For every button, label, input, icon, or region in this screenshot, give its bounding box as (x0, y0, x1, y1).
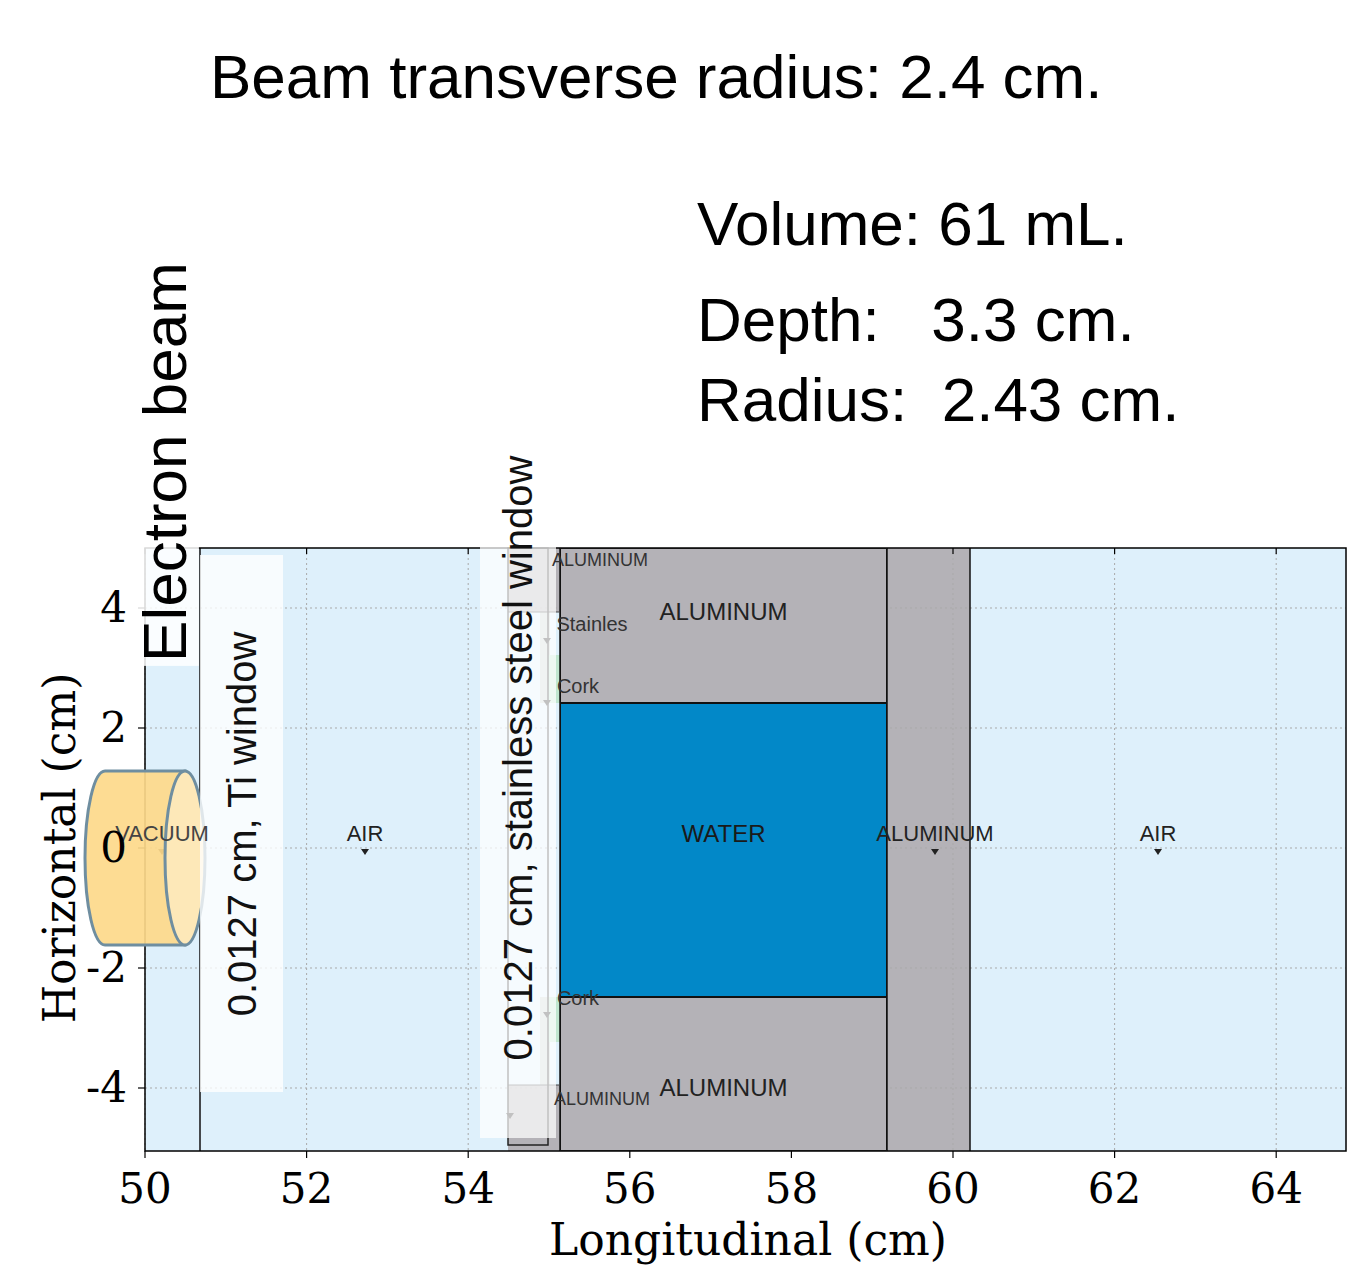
material-label: AIR (1140, 822, 1177, 846)
grid-line (953, 548, 954, 1151)
tick-label: 0 (100, 825, 127, 871)
tick-mark (1114, 548, 1115, 554)
material-label: ALUMINUM (876, 822, 993, 846)
plot-background (145, 548, 1346, 1151)
boundary-line (969, 548, 971, 1151)
tick-mark (468, 1151, 469, 1158)
tick-mark (952, 1151, 953, 1158)
grid-line (306, 548, 307, 1151)
tick-mark (138, 727, 145, 728)
window-label: 0.0127 cm, stainless steel window (496, 456, 540, 1061)
tick-label: -4 (86, 1065, 127, 1111)
tick-mark (138, 967, 145, 968)
tick-mark (138, 1087, 145, 1088)
tick-label: -2 (86, 945, 127, 991)
tick-mark (1276, 548, 1277, 554)
region-label: WATER (682, 821, 766, 847)
tick-mark (952, 548, 953, 554)
tick-label: 4 (100, 585, 127, 631)
tick-label: 56 (603, 1166, 656, 1212)
region-block: WATER (560, 703, 887, 997)
material-label: VACUUM (115, 822, 209, 846)
region-label: ALUMINUM (659, 1075, 787, 1101)
material-label: Stainles (556, 613, 627, 635)
material-label: ALUMINUM (554, 1090, 650, 1110)
material-label: Cork (557, 675, 599, 697)
tick-label: 62 (1088, 1166, 1141, 1212)
region-marker (361, 849, 369, 855)
axis-title: Horizontal (cm) (36, 673, 84, 1024)
region-marker (1154, 849, 1162, 855)
annotation-note: Volume: 61 mL. (697, 190, 1128, 258)
tick-label: 64 (1249, 1166, 1302, 1212)
window-annotation: 0.0127 cm, Ti window (200, 555, 283, 1092)
tick-mark (306, 1151, 307, 1158)
cylinder-end (165, 771, 205, 945)
aluminum-plate (887, 548, 970, 1151)
window-label: 0.0127 cm, Ti window (220, 631, 264, 1016)
grid-line (1114, 548, 1115, 1151)
tick-mark (306, 548, 307, 554)
region-block: ALUMINUM (560, 997, 887, 1151)
material-label: Cork (557, 987, 599, 1009)
tick-label: 52 (280, 1166, 333, 1212)
tick-label: 2 (100, 705, 127, 751)
tick-mark (144, 1151, 145, 1158)
tick-mark (468, 548, 469, 554)
tick-mark (1276, 1151, 1277, 1158)
grid-line (1276, 548, 1277, 1151)
tick-mark (1114, 1151, 1115, 1158)
plot-frame (145, 548, 1346, 1151)
annotation-note: Radius: 2.43 cm. (697, 366, 1179, 434)
annotation-note: Beam transverse radius: 2.4 cm. (210, 43, 1102, 111)
grid-line (468, 548, 469, 1151)
beam-cylinder (85, 771, 205, 945)
material-label: ALUMINUM (552, 551, 648, 571)
beam-label: Electron beam (131, 258, 199, 666)
window-annotation: 0.0127 cm, stainless steel window (480, 378, 556, 1138)
annotation-note: Depth: 3.3 cm. (697, 286, 1135, 354)
region-marker (931, 849, 939, 855)
axis-title: Longitudinal (cm) (549, 1216, 947, 1264)
material-label: AIR (347, 822, 384, 846)
tick-mark (629, 1151, 630, 1158)
tick-mark (791, 1151, 792, 1158)
tick-label: 50 (118, 1166, 171, 1212)
tick-label: 58 (765, 1166, 818, 1212)
tick-label: 54 (441, 1166, 494, 1212)
region-label: ALUMINUM (659, 598, 787, 624)
tick-label: 60 (926, 1166, 979, 1212)
